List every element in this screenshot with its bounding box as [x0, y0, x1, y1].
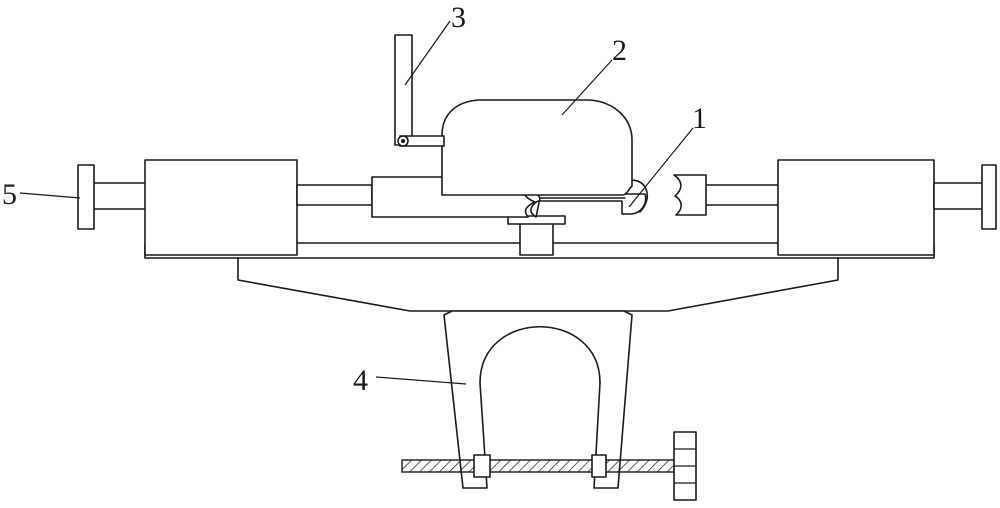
screw-nut-right: [591, 454, 607, 478]
leader-2: [561, 59, 613, 116]
lever-handle: [394, 34, 445, 147]
label-part-3: 3: [451, 1, 466, 34]
leader-1: [628, 127, 694, 208]
right-slide-block: [777, 159, 935, 256]
label-part-5: 5: [2, 178, 17, 211]
leader-4: [375, 376, 467, 385]
label-part-2: 2: [612, 34, 627, 67]
left-clamp-assembly: [77, 159, 373, 256]
dome-cover: [441, 99, 633, 196]
left-rod: [296, 184, 373, 206]
label-part-4: 4: [353, 364, 368, 397]
callout-labels: 1 2 3 4 5: [2, 1, 707, 397]
right-screw-shaft: [933, 182, 985, 210]
right-rod: [704, 184, 781, 206]
leader-lines: [19, 20, 694, 385]
left-slide-block: [144, 159, 298, 256]
leader-5: [19, 192, 81, 199]
right-handwheel: [981, 164, 997, 230]
leader-3: [404, 20, 451, 86]
right-clamp-assembly: [704, 159, 997, 256]
left-screw-shaft: [87, 182, 147, 210]
left-handwheel: [77, 164, 95, 230]
screw-nut-left: [473, 454, 491, 478]
label-part-1: 1: [692, 102, 707, 135]
center-pedestal: [507, 215, 566, 256]
clamp-screw: [401, 431, 697, 501]
trapezoid-support: [237, 257, 839, 312]
